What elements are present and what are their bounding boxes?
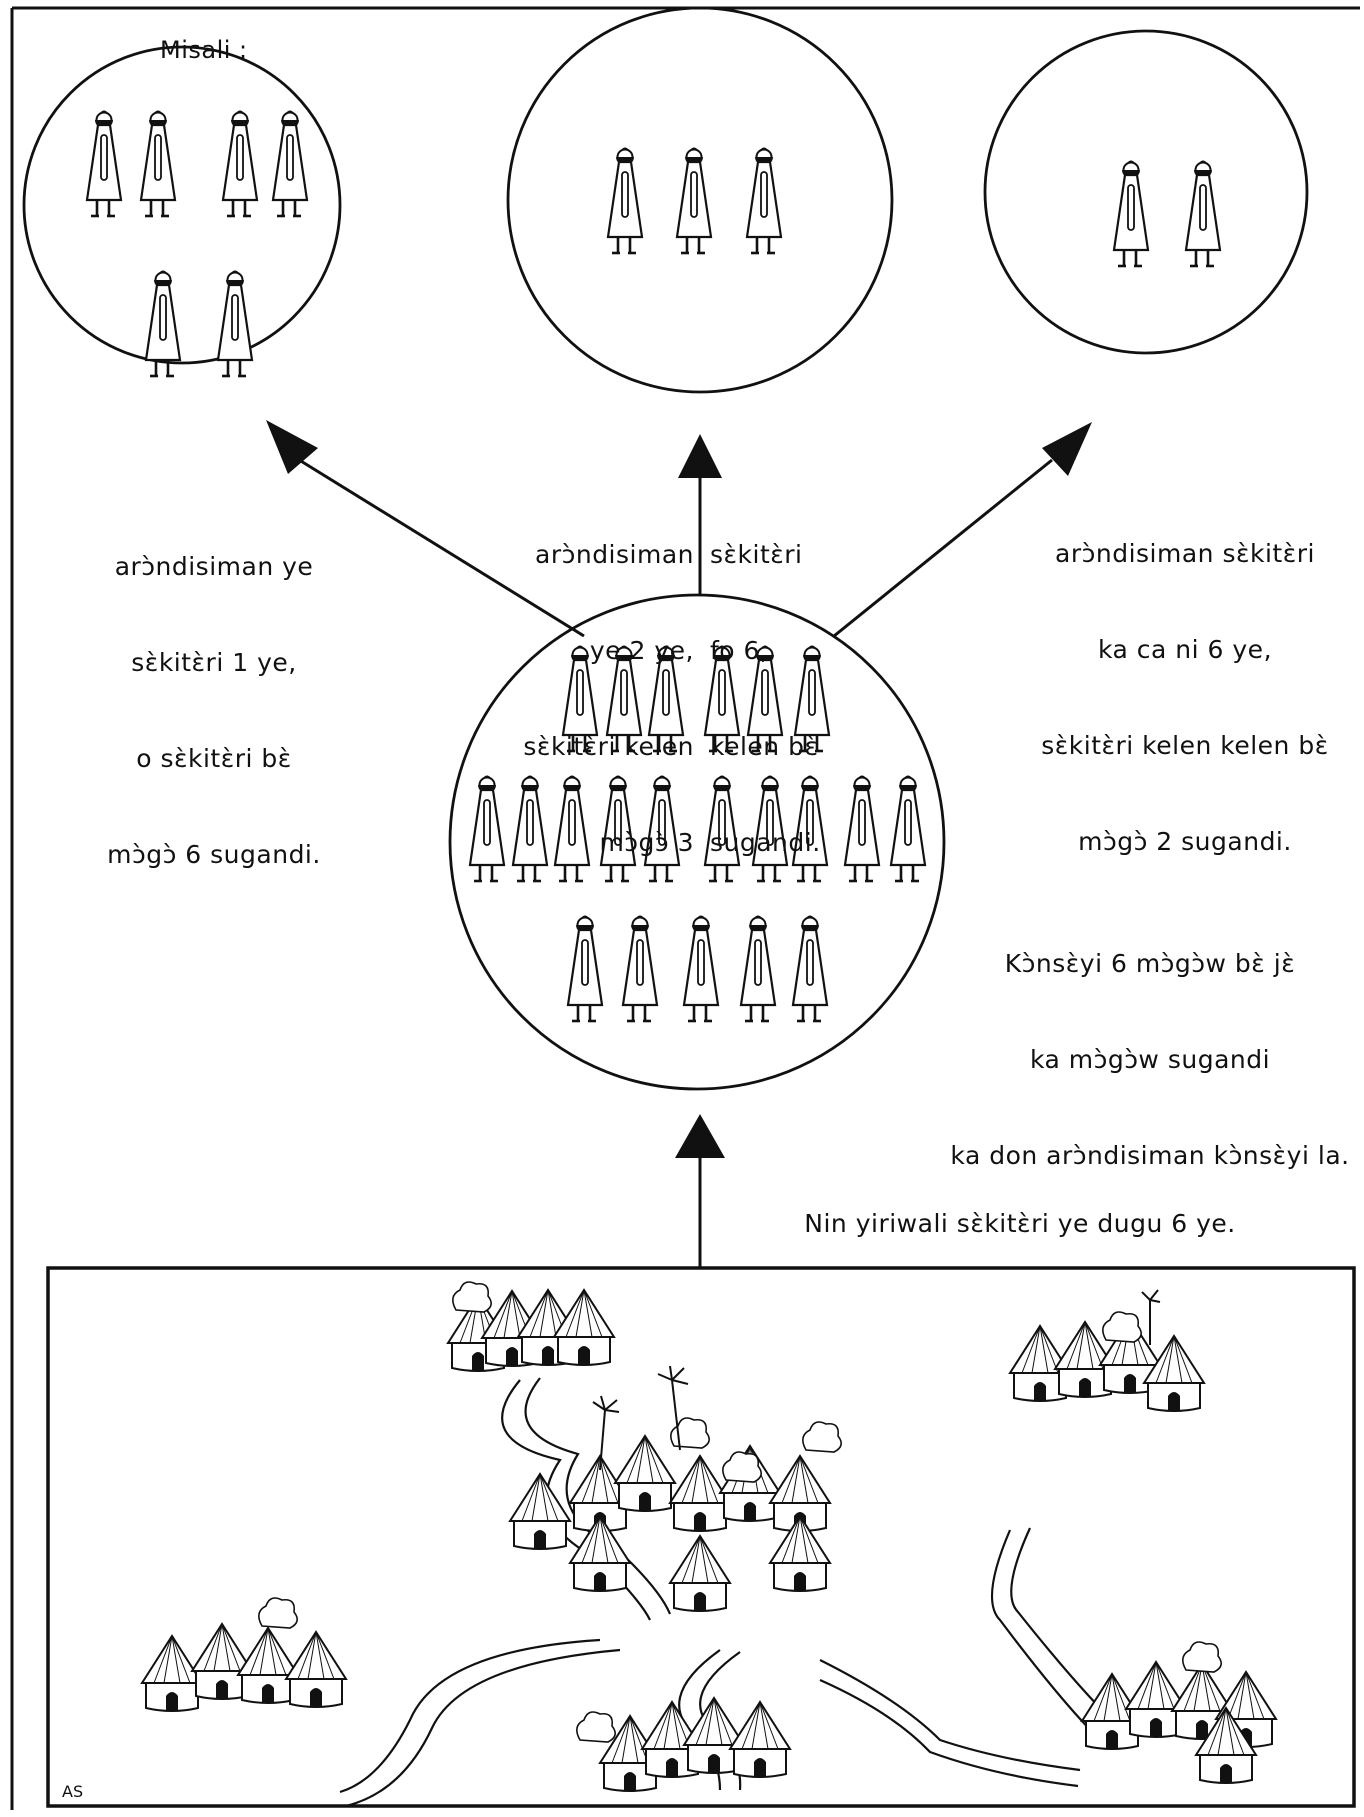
example-label: Misali : — [160, 36, 248, 64]
caption-middle-right-line-3: kelen bɛ̀ — [710, 732, 819, 761]
circle-council — [448, 593, 946, 1091]
caption-middle-left-line-1: arɔ̀ndisiman — [535, 540, 694, 569]
arrow-villages-to-council — [675, 1114, 725, 1268]
village-huts — [141, 1281, 1277, 1792]
caption-left-line-1: arɔ̀ndisiman ye — [114, 552, 314, 581]
caption-middle-right: sɛ̀kitɛ̀ri fo 6, kelen bɛ̀ sugandi. — [710, 475, 850, 891]
arrow-to-right — [833, 422, 1092, 638]
caption-middle-left-line-3: sɛ̀kitɛ̀ri kelen — [523, 732, 694, 761]
caption-council-line-1: Kɔ̀nsɛ̀yi 6 mɔ̀gɔ̀w bɛ̀ jɛ̀ — [1004, 949, 1296, 978]
caption-middle-left-line-4: mɔ̀gɔ̀ 3 — [599, 828, 694, 857]
people-right-circle — [1112, 159, 1222, 268]
caption-middle-right-line-4: sugandi. — [710, 828, 821, 857]
palm-trees — [592, 1289, 1161, 1471]
caption-right: arɔ̀ndisiman sɛ̀kitɛ̀ri ka ca ni 6 ye, s… — [1010, 474, 1360, 890]
arrow-to-middle — [678, 434, 722, 595]
caption-left-line-2: sɛ̀kitɛ̀ri 1 ye, — [131, 648, 297, 677]
caption-middle-left: arɔ̀ndisiman ye 2 ye, sɛ̀kitɛ̀ri kelen m… — [514, 475, 694, 891]
caption-right-line-1: arɔ̀ndisiman sɛ̀kitɛ̀ri — [1055, 539, 1315, 568]
arrow-to-left — [266, 420, 585, 638]
caption-right-line-3: sɛ̀kitɛ̀ri kelen kelen bɛ̀ — [1041, 731, 1329, 760]
caption-middle-right-line-2: fo 6, — [710, 636, 769, 665]
artist-initials: AS — [62, 1782, 84, 1801]
caption-middle-right-line-1: sɛ̀kitɛ̀ri — [710, 540, 803, 569]
caption-right-line-2: ka ca ni 6 ye, — [1097, 635, 1273, 664]
caption-council-line-2: ka mɔ̀gɔ̀w sugandi — [1029, 1045, 1271, 1074]
caption-villages: Nin yiriwali sɛ̀kitɛ̀ri ye dugu 6 ye. — [804, 1209, 1236, 1238]
caption-council-line-3: ka don arɔ̀ndisiman kɔ̀nsɛ̀yi la. — [950, 1141, 1350, 1170]
circle-example-left — [22, 45, 342, 365]
caption-right-line-4: mɔ̀gɔ̀ 2 sugandi. — [1078, 827, 1292, 856]
caption-left-line-4: mɔ̀gɔ̀ 6 sugandi. — [107, 840, 321, 869]
people-left-circle — [85, 109, 309, 378]
circle-example-middle — [506, 6, 894, 394]
people-middle-circle — [606, 146, 783, 255]
caption-council: Kɔ̀nsɛ̀yi 6 mɔ̀gɔ̀w bɛ̀ jɛ̀ ka mɔ̀gɔ̀w s… — [940, 884, 1360, 1204]
caption-middle-left-line-2: ye 2 ye, — [589, 636, 694, 665]
caption-left: arɔ̀ndisiman ye sɛ̀kitɛ̀ri 1 ye, o sɛ̀ki… — [94, 487, 334, 903]
caption-left-line-3: o sɛ̀kitɛ̀ri bɛ̀ — [136, 744, 292, 773]
circle-example-right — [983, 29, 1309, 355]
